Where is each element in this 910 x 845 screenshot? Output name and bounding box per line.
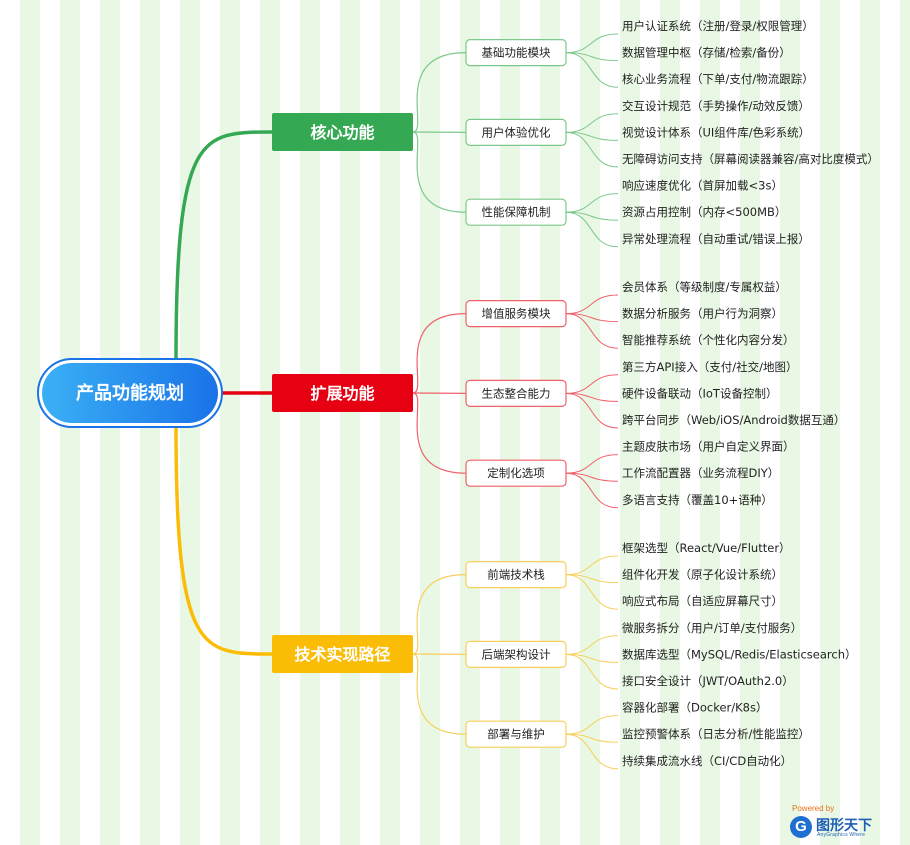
branch-node[interactable]: 技术实现路径	[272, 635, 413, 673]
leaf-item[interactable]: 响应速度优化（首屏加载<3s）	[622, 179, 783, 193]
leaf-item[interactable]: 主题皮肤市场（用户自定义界面）	[622, 440, 795, 454]
brand-tagline: AnyGraphics Where	[817, 832, 866, 838]
branch-node[interactable]: 核心功能	[272, 113, 413, 151]
leaf-item[interactable]: 视觉设计体系（UI组件库/色彩系统）	[622, 125, 810, 139]
leaf-item[interactable]: 异常处理流程（自动重试/错误上报）	[622, 232, 810, 246]
branch-label: 技术实现路径	[294, 645, 390, 664]
sub-leaf-connector	[565, 574, 619, 584]
leaf-item[interactable]: 硬件设备联动（IoT设备控制）	[622, 386, 777, 400]
sub-label: 增值服务模块	[482, 307, 551, 321]
root-label: 产品功能规划	[76, 382, 184, 404]
sub-label: 性能保障机制	[482, 205, 551, 219]
root-branch-connector	[174, 424, 273, 656]
sub-node[interactable]: 用户体验优化	[465, 118, 567, 147]
sub-leaf-connector	[565, 113, 619, 133]
sub-node[interactable]: 前端技术栈	[465, 560, 567, 589]
sub-leaf-connector	[565, 715, 619, 735]
sub-node[interactable]: 部署与维护	[465, 720, 567, 748]
branch-node[interactable]: 扩展功能	[272, 374, 413, 412]
logo-g-icon: G	[790, 816, 812, 838]
leaf-item[interactable]: 用户认证系统（注册/登录/权限管理）	[622, 19, 814, 33]
sub-leaf-connector	[565, 574, 619, 610]
leaf-item[interactable]: 响应式布局（自适应屏幕尺寸）	[622, 594, 783, 608]
leaf-item[interactable]: 容器化部署（Docker/K8s）	[622, 701, 768, 715]
sub-leaf-connector	[565, 313, 619, 323]
branch-sub-connector	[412, 574, 467, 655]
sub-node[interactable]: 后端架构设计	[465, 640, 567, 669]
sub-leaf-connector	[565, 653, 619, 663]
sub-leaf-connector	[565, 52, 619, 88]
branch-sub-connector	[412, 653, 467, 735]
sub-leaf-connector	[565, 52, 619, 62]
leaf-item[interactable]: 交互设计规范（手势操作/动效反馈）	[622, 99, 810, 113]
leaf-item[interactable]: 无障碍访问支持（屏幕阅读器兼容/高对比度模式）	[622, 152, 879, 166]
leaf-item[interactable]: 微服务拆分（用户/订单/支付服务）	[622, 621, 802, 635]
sub-leaf-connector	[565, 211, 619, 248]
sub-label: 部署与维护	[487, 727, 545, 741]
leaf-item[interactable]: 组件化开发（原子化设计系统）	[622, 568, 783, 582]
sub-leaf-connector	[565, 733, 619, 770]
sub-leaf-connector	[565, 392, 619, 429]
branch-sub-connector	[412, 392, 467, 474]
sub-leaf-connector	[565, 33, 619, 54]
sub-leaf-connector	[565, 653, 619, 690]
sub-node[interactable]: 定制化选项	[465, 459, 567, 487]
sub-leaf-connector	[565, 472, 619, 482]
sub-leaf-connector	[565, 313, 619, 349]
sub-leaf-connector	[565, 294, 619, 315]
sub-node[interactable]: 生态整合能力	[465, 379, 567, 407]
branch-sub-connector	[412, 52, 467, 133]
branch-sub-connector	[412, 131, 467, 213]
sub-leaf-connector	[565, 193, 619, 213]
sub-node[interactable]: 增值服务模块	[465, 300, 567, 328]
brand-logo: Powered by G 图形天下 AnyGraphics Where	[788, 804, 898, 840]
sub-label: 前端技术栈	[487, 568, 545, 582]
leaf-item[interactable]: 数据分析服务（用户行为洞察）	[622, 307, 783, 321]
sub-node[interactable]: 性能保障机制	[465, 198, 567, 226]
root-branch-connector	[174, 130, 273, 362]
leaf-item[interactable]: 数据库选型（MySQL/Redis/Elasticsearch）	[622, 647, 857, 661]
branch-label: 核心功能	[310, 123, 374, 142]
leaf-item[interactable]: 接口安全设计（JWT/OAuth2.0）	[622, 674, 794, 688]
sub-leaf-connector	[565, 454, 619, 474]
branch-sub-connector	[412, 313, 467, 394]
sub-leaf-connector	[565, 733, 619, 743]
sub-label: 生态整合能力	[482, 386, 551, 400]
leaf-item[interactable]: 工作流配置器（业务流程DIY）	[622, 466, 779, 480]
sub-leaf-connector	[565, 374, 619, 394]
sub-leaf-connector	[565, 131, 619, 168]
sub-leaf-connector	[565, 555, 619, 576]
leaf-item[interactable]: 数据管理中枢（存储/检索/备份）	[622, 46, 791, 60]
sub-label: 基础功能模块	[482, 46, 551, 60]
leaf-item[interactable]: 持续集成流水线（CI/CD自动化）	[622, 754, 792, 768]
sub-leaf-connector	[565, 472, 619, 509]
leaf-item[interactable]: 核心业务流程（下单/支付/物流跟踪）	[622, 72, 814, 86]
leaf-item[interactable]: 监控预警体系（日志分析/性能监控）	[622, 727, 810, 741]
sub-leaf-connector	[565, 392, 619, 402]
branch-label: 扩展功能	[310, 384, 374, 403]
leaf-item[interactable]: 框架选型（React/Vue/Flutter）	[622, 541, 791, 555]
leaf-item[interactable]: 多语言支持（覆盖10+语种）	[622, 493, 773, 507]
sub-leaf-connector	[565, 211, 619, 221]
leaf-item[interactable]: 智能推荐系统（个性化内容分发）	[622, 333, 795, 347]
sub-leaf-connector	[565, 131, 619, 141]
sub-label: 用户体验优化	[482, 125, 551, 139]
sub-label: 定制化选项	[487, 466, 545, 480]
leaf-item[interactable]: 会员体系（等级制度/专属权益）	[622, 280, 787, 294]
leaf-item[interactable]: 资源占用控制（内存<500MB）	[622, 205, 786, 219]
root-node[interactable]: 产品功能规划	[37, 358, 223, 428]
sub-leaf-connector	[565, 635, 619, 655]
leaf-item[interactable]: 跨平台同步（Web/iOS/Android数据互通）	[622, 413, 845, 427]
leaf-item[interactable]: 第三方API接入（支付/社交/地图）	[622, 360, 797, 374]
sub-label: 后端架构设计	[482, 647, 551, 661]
sub-node[interactable]: 基础功能模块	[465, 38, 567, 67]
brand-name: 图形天下	[816, 818, 872, 834]
powered-by-text: Powered by	[792, 804, 835, 813]
